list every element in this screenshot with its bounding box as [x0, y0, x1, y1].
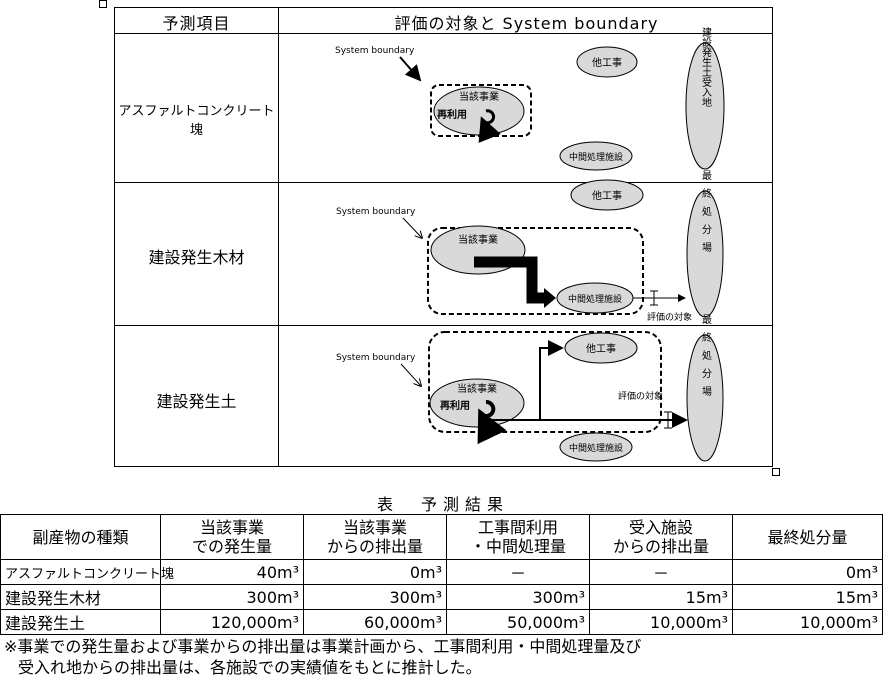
- cell: 10,000m³: [732, 609, 883, 635]
- system-boundary-box: [428, 331, 662, 433]
- system-boundary-label: System boundary: [335, 46, 415, 56]
- col-header: 副産物の種類: [0, 514, 161, 560]
- cell: －: [446, 559, 590, 585]
- row-name: 建設発生木材: [0, 584, 161, 610]
- cell: 0m³: [732, 559, 883, 585]
- svg-text:評価の対象: 評価の対象: [618, 390, 663, 402]
- row-label-asphalt: アスファルトコンクリート塊: [118, 104, 275, 138]
- cell: 300m³: [160, 584, 304, 610]
- cell: －: [589, 559, 733, 585]
- cell: 0m³: [303, 559, 447, 585]
- cell: 300m³: [446, 584, 590, 610]
- table-row: 建設発生土 120,000m³ 60,000m³ 50,000m³ 10,000…: [0, 609, 883, 635]
- svg-text:再利用: 再利用: [440, 399, 470, 412]
- col-header: 受入施設からの排出量: [589, 514, 733, 560]
- row3-diagram: System boundary 他工事 当該事業 再利用 評価の対象 中間処理施…: [336, 314, 724, 462]
- results-header-row: 副産物の種類 当該事業での発生量 当該事業からの排出量 工事間利用・中間処理量 …: [0, 514, 883, 560]
- reuse-label: 再利用: [437, 108, 467, 121]
- header-scope: 評価の対象と System boundary: [394, 14, 659, 33]
- final-disposal-node: [686, 190, 724, 318]
- table-row: 建設発生木材 300m³ 300m³ 300m³ 15m³ 15m³: [0, 584, 883, 610]
- svg-text:System boundary: System boundary: [336, 207, 416, 217]
- row-label-soil: 建設発生土: [156, 392, 237, 411]
- this-project-label: 当該事業: [459, 90, 499, 103]
- svg-text:中間処理施設: 中間処理施設: [569, 442, 623, 454]
- col-header: 最終処分量: [732, 514, 883, 560]
- svg-text:当該事業: 当該事業: [457, 382, 497, 395]
- cell: 15m³: [732, 584, 883, 610]
- receiving-site-node: [685, 42, 725, 170]
- cell: 15m³: [589, 584, 733, 610]
- diagram-table: 予測項目 評価の対象と System boundary アスファルトコンクリート…: [114, 7, 773, 467]
- receiving-site-label: 建設発生土受入地: [700, 26, 712, 107]
- col-header: 工事間利用・中間処理量: [446, 514, 590, 560]
- other-project-node: [570, 179, 644, 211]
- final-disposal-node: [686, 334, 724, 462]
- svg-text:最終処分場: 最終処分場: [700, 314, 712, 404]
- row2-diagram: System boundary 他工事 当該事業 中間処理施設 評価の対象 最終…: [336, 170, 724, 323]
- intermediate-node: [559, 141, 633, 171]
- svg-text:他工事: 他工事: [592, 56, 622, 69]
- col-header: 当該事業での発生量: [160, 514, 304, 560]
- header-item: 予測項目: [162, 14, 231, 33]
- cell: 60,000m³: [303, 609, 447, 635]
- footnote: ※事業での発生量および事業からの排出量は事業計画から、工事間利用・中間処理量及び…: [4, 637, 642, 677]
- eval-target-label: 評価の対象: [647, 311, 692, 323]
- reuse-loop-icon: [477, 400, 507, 445]
- resize-handle-icon[interactable]: [772, 468, 780, 476]
- svg-text:System boundary: System boundary: [336, 353, 416, 363]
- move-handle-icon[interactable]: [99, 0, 107, 8]
- svg-text:他工事: 他工事: [592, 189, 622, 202]
- other-project-node: [564, 332, 638, 364]
- intermediate-node: [559, 432, 633, 462]
- reuse-loop-icon: [478, 109, 501, 143]
- cell: 50,000m³: [446, 609, 590, 635]
- svg-text:最終処分場: 最終処分場: [700, 170, 712, 260]
- svg-text:中間処理施設: 中間処理施設: [568, 293, 622, 305]
- cell: 300m³: [303, 584, 447, 610]
- svg-text:当該事業: 当該事業: [458, 233, 498, 246]
- col-header: 当該事業からの排出量: [303, 514, 447, 560]
- table-row: アスファルトコンクリート塊 40m³ 0m³ － － 0m³: [0, 559, 883, 585]
- row1-diagram: System boundary 当該事業 再利用 他工事 中間処理施設 建設発生…: [335, 26, 725, 171]
- svg-text:他工事: 他工事: [586, 342, 616, 355]
- row-name: アスファルトコンクリート塊: [0, 559, 174, 585]
- row-label-wood: 建設発生木材: [148, 248, 245, 267]
- cell: 120,000m³: [160, 609, 304, 635]
- cell: 40m³: [160, 559, 304, 585]
- cell: 10,000m³: [589, 609, 733, 635]
- row-name: 建設発生土: [0, 609, 161, 635]
- svg-text:中間処理施設: 中間処理施設: [569, 151, 623, 163]
- other-project-node: [576, 46, 638, 78]
- results-table: 副産物の種類 当該事業での発生量 当該事業からの排出量 工事間利用・中間処理量 …: [0, 514, 883, 635]
- flow-arrow-icon: [544, 288, 556, 308]
- results-caption: 表 予測結果: [376, 495, 509, 514]
